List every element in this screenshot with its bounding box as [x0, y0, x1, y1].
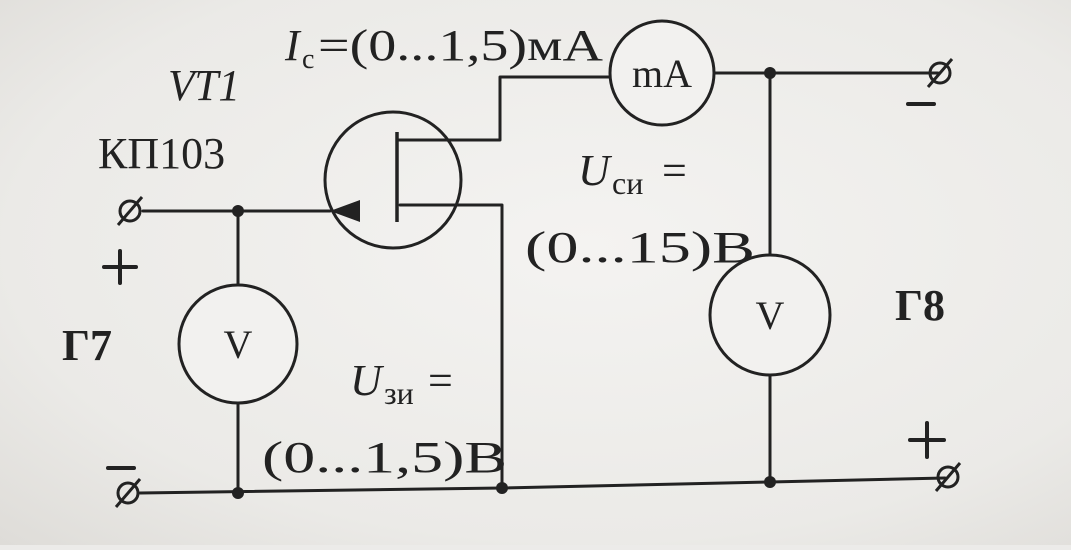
terminal-bottom-left: [114, 478, 142, 508]
ugs-equals: =: [428, 356, 453, 405]
gate-arrow: [330, 200, 360, 222]
terminal-bottom-right: [934, 462, 962, 492]
generator-g7-label: Г7: [62, 321, 112, 370]
drain-current-symbol: I: [284, 21, 302, 70]
generator-g8-label: Г8: [895, 281, 945, 330]
transistor-part: КП103: [98, 129, 225, 178]
voltmeter-ds-label: V: [756, 293, 785, 338]
terminal-gate-input: [116, 196, 144, 226]
uds-symbol: U: [578, 146, 613, 195]
junction-bottom-right: [764, 476, 776, 488]
ugs-symbol: U: [350, 356, 385, 405]
transistor-ref: VT1: [168, 61, 240, 110]
voltmeter-gate-source: V: [177, 283, 299, 405]
voltmeter-gs-label: V: [224, 322, 253, 367]
drain-current-subscript: c: [302, 44, 314, 75]
ugs-subscript: зи: [384, 375, 414, 411]
wire-drain: [398, 75, 612, 142]
uds-subscript: си: [612, 165, 643, 201]
voltmeter-drain-source: V: [708, 253, 832, 377]
milliammeter: mA: [608, 19, 716, 127]
milliammeter-label: mA: [632, 51, 692, 96]
junction-gate: [232, 205, 244, 217]
junction-bottom-mid: [496, 482, 508, 494]
drain-current-range: =(0...1,5)мА: [318, 21, 603, 70]
junction-bottom-left: [232, 487, 244, 499]
jfet-transistor-symbol: [323, 110, 463, 250]
uds-equals: =: [662, 146, 687, 195]
plus-sign-bottom-right: [908, 421, 946, 459]
plus-sign-gate: [102, 249, 138, 285]
terminal-top-right: [926, 58, 954, 88]
junction-top-right: [764, 67, 776, 79]
wire-source: [398, 203, 504, 490]
uds-range: (0...15)В: [525, 223, 755, 272]
wire-bottom-rail: [138, 476, 947, 495]
ugs-range: (0...1,5)В: [262, 433, 507, 482]
